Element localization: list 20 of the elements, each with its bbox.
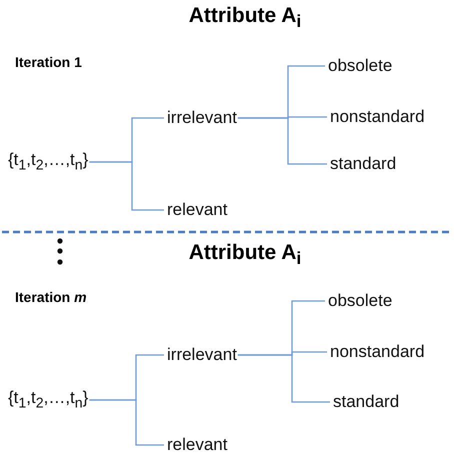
tree-node-label: obsolete — [328, 291, 392, 311]
tree-node-label: relevant — [167, 200, 228, 220]
tree-node-label: {t$_{1}$,t$_{2}$,…,t$_{n}$} — [8, 150, 88, 174]
tree-node-label: standard — [330, 154, 396, 174]
tree-node-label: {t$_{1}$,t$_{2}$,…,t$_{n}$} — [8, 388, 88, 412]
tree-node-label: relevant — [167, 435, 228, 455]
tree-node-label: nonstandard — [330, 107, 425, 127]
tree-node-label: nonstandard — [330, 342, 425, 362]
section-heading: Attribute A$_{i}$ — [188, 4, 302, 32]
tree-node-label: standard — [333, 392, 400, 412]
section-heading: Attribute A$_{i}$ — [188, 240, 302, 270]
tree-connector — [89, 399, 164, 446]
tree-connector — [89, 161, 164, 211]
tree-node-label: irrelevant — [167, 345, 237, 365]
tree-node-label: irrelevant — [167, 108, 237, 128]
tree-connector — [238, 354, 330, 403]
iteration-label: Iteration m — [15, 289, 87, 305]
tree-node-label: obsolete — [328, 56, 392, 76]
iteration-label: Iteration 1 — [15, 54, 82, 70]
tree-connector — [238, 117, 327, 165]
